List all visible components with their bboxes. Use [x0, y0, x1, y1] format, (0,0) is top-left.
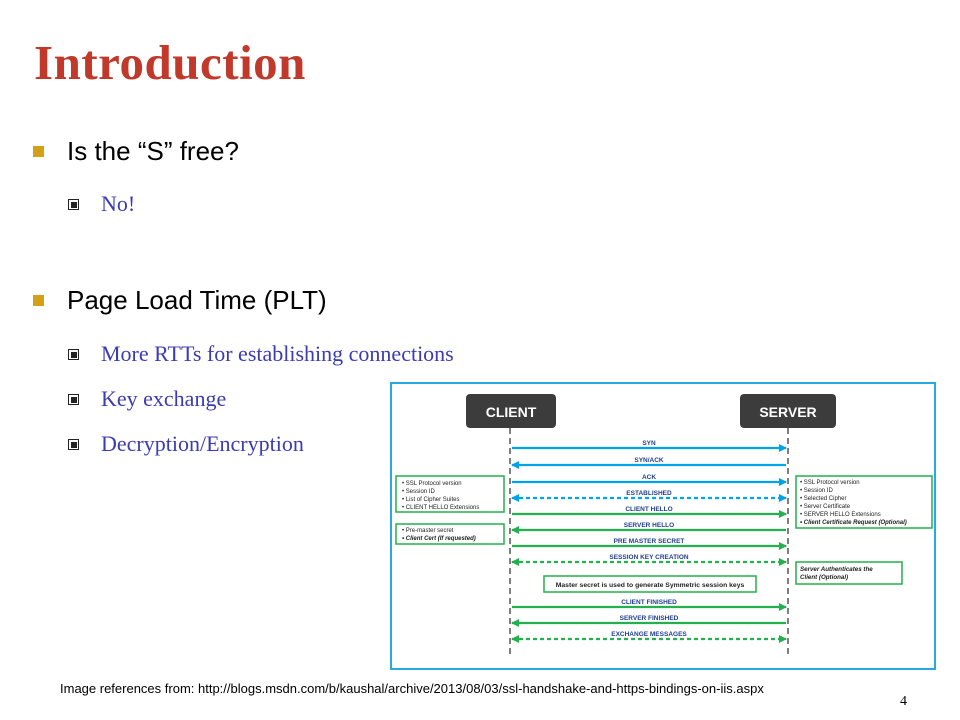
- message-label: SYN: [642, 440, 656, 447]
- client-key-info-item: • Client Cert (If requested): [402, 536, 476, 542]
- client-header-box: [466, 394, 556, 428]
- message-label: SERVER HELLO: [624, 522, 674, 529]
- server-auth-box: [795, 561, 903, 585]
- sub-bullet-text: No!: [101, 191, 136, 216]
- slide-title: Introduction: [34, 35, 306, 90]
- server-hello-info-box: [795, 475, 933, 529]
- master-secret-note-text: Master secret is used to generate Symmet…: [556, 582, 745, 589]
- hollow-square-bullet-icon: [68, 198, 79, 210]
- message-label: PRE MASTER SECRET: [614, 538, 685, 545]
- server-hello-info-item: • Selected Cipher: [800, 496, 846, 502]
- client-hello-info-item: • SSL Protocol version: [402, 481, 462, 487]
- message-label: CLIENT FINISHED: [621, 599, 677, 606]
- square-bullet-icon: [33, 295, 44, 306]
- hollow-square-bullet-icon: [68, 438, 79, 450]
- ssl-handshake-svg: CLIENT SERVER SYN SYN/ACK ACK ESTABLISHED CLIE…: [395, 394, 933, 654]
- message-label: ACK: [642, 474, 656, 481]
- bullet-text: Is the “S” free?: [67, 136, 239, 166]
- server-hello-info-item: • Server Certificate: [800, 504, 851, 510]
- message-label: SYN/ACK: [634, 457, 664, 464]
- client-hello-info-item: • CLIENT HELLO Extensions: [402, 505, 479, 511]
- server-hello-info-item: • SERVER HELLO Extensions: [800, 512, 881, 518]
- sub-bullet-no: No!: [68, 191, 135, 217]
- server-header-box: [740, 394, 836, 428]
- bullet-text: Page Load Time (PLT): [67, 285, 327, 315]
- sub-bullet-text: Decryption/Encryption: [101, 431, 304, 456]
- sub-bullet-key-exchange: Key exchange: [68, 386, 226, 412]
- client-hello-info-box: [395, 475, 505, 513]
- bullet-plt: Page Load Time (PLT): [33, 285, 327, 316]
- hollow-square-bullet-icon: [68, 348, 79, 360]
- sub-bullet-rtts: More RTTs for establishing connections: [68, 341, 454, 367]
- server-hello-info-item: • Client Certificate Request (Optional): [800, 520, 907, 526]
- master-secret-note-box: [543, 575, 757, 593]
- hollow-square-bullet-icon: [68, 393, 79, 405]
- server-header-label: SERVER: [759, 404, 816, 420]
- client-key-info-item: • Pre-master secret: [402, 528, 454, 534]
- message-label: SESSION KEY CREATION: [609, 554, 689, 561]
- message-label: EXCHANGE MESSAGES: [611, 631, 687, 638]
- server-auth-text: Client (Optional): [800, 574, 848, 581]
- server-auth-text: Server Authenticates the: [800, 566, 873, 573]
- server-hello-info-item: • SSL Protocol version: [800, 480, 860, 486]
- client-hello-info-item: • Session ID: [402, 489, 435, 495]
- sub-bullet-decryption: Decryption/Encryption: [68, 431, 304, 457]
- client-key-info-box: [395, 523, 505, 545]
- sub-bullet-text: Key exchange: [101, 386, 227, 411]
- square-bullet-icon: [33, 146, 44, 157]
- client-hello-info-item: • List of Cipher Suites: [402, 497, 459, 503]
- page-number: 4: [900, 694, 907, 709]
- client-header-label: CLIENT: [486, 404, 537, 420]
- server-hello-info-item: • Session ID: [800, 488, 833, 494]
- message-label: SERVER FINISHED: [620, 615, 679, 622]
- bullet-s-free: Is the “S” free?: [33, 136, 239, 167]
- ssl-handshake-diagram: CLIENT SERVER SYN SYN/ACK ACK ESTABLISHED CLIE…: [390, 382, 936, 670]
- message-label: CLIENT HELLO: [625, 506, 672, 513]
- message-label: ESTABLISHED: [626, 490, 672, 497]
- image-reference: Image references from: http://blogs.msdn…: [60, 681, 764, 696]
- sub-bullet-text: More RTTs for establishing connections: [101, 341, 454, 366]
